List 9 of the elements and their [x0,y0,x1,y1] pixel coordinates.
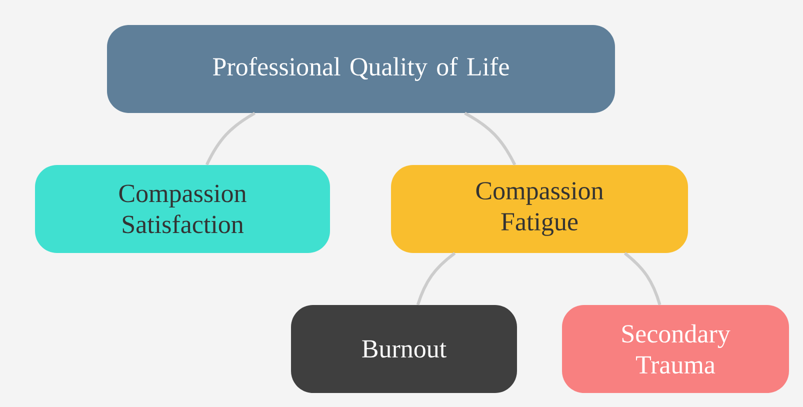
topic-box: Burnout [291,305,517,393]
topic-box: Compassion Satisfaction [35,165,330,253]
topic-box: Professional Quality of Life [107,25,615,113]
topic-box: Secondary Trauma [562,305,789,393]
connector-line [624,252,662,306]
connector-line [464,112,516,166]
connector-line [416,252,456,306]
topic-box: Compassion Fatigue [391,165,688,253]
connector-line [205,112,256,166]
